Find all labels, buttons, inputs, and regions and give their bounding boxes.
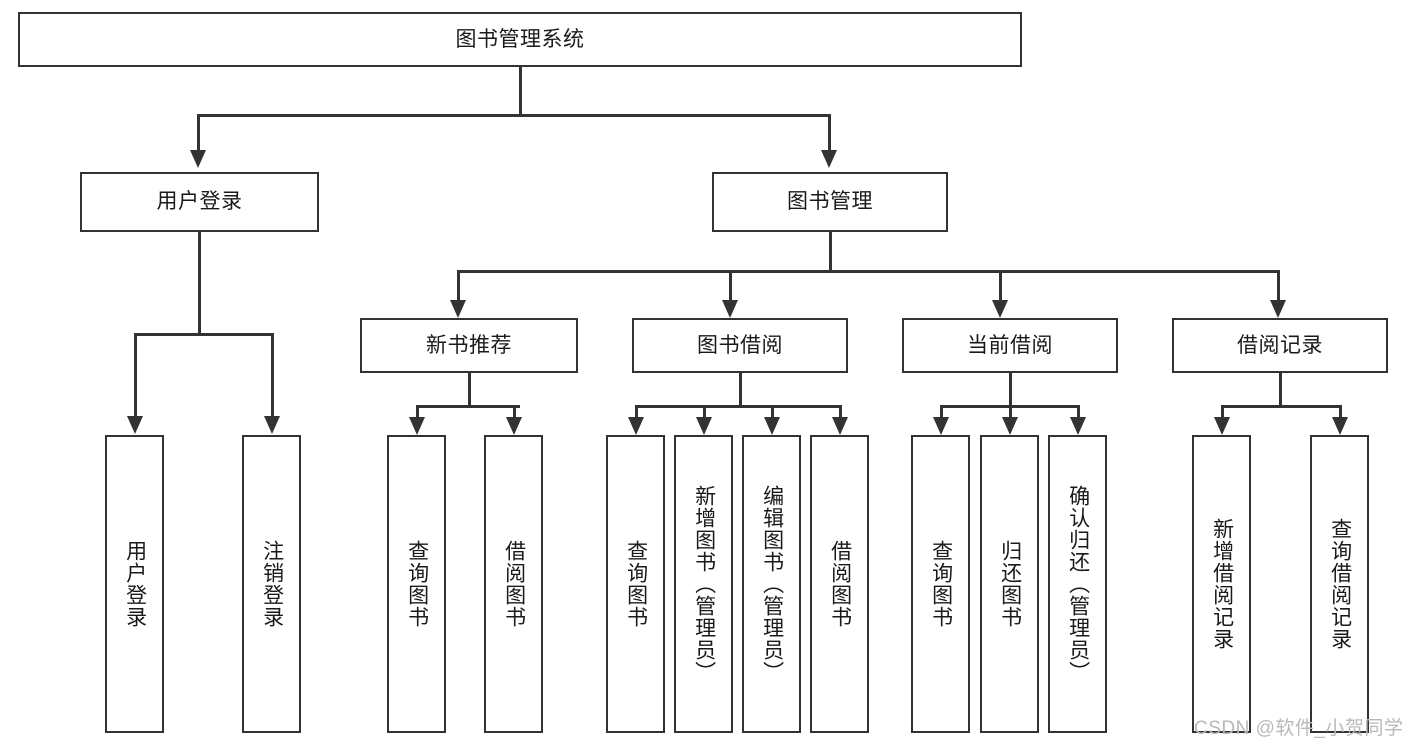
node-label: 借阅图书: [502, 540, 526, 628]
arrow-book-borrow-to-leaf-1: [628, 417, 644, 435]
node-label: 归还图书: [998, 540, 1022, 628]
node-label: 查询图书: [405, 540, 429, 628]
node-label: 查询借阅记录: [1328, 518, 1352, 650]
edge-new-book-bus: [416, 405, 520, 408]
node-label: 查询图书: [624, 540, 648, 628]
arrow-borrow-record-to-leaf-2: [1332, 417, 1348, 435]
edge-current-borrow-to-leaf-3: [1077, 405, 1080, 419]
node-book-management[interactable]: 图书管理: [712, 172, 948, 232]
node-borrow-record[interactable]: 借阅记录: [1172, 318, 1388, 373]
edge-book-manage-bus: [457, 270, 1279, 273]
edge-user-login-stem: [198, 232, 201, 335]
arrow-borrow-record-to-leaf-1: [1214, 417, 1230, 435]
edge-current-borrow-to-leaf-1: [940, 405, 943, 419]
edge-root-stem: [519, 67, 522, 115]
edge-borrow-record-bus: [1221, 405, 1341, 408]
arrow-book-borrow-to-leaf-4: [832, 417, 848, 435]
arrow-book-manage-to-l3-1: [450, 300, 466, 318]
leaf-current-borrow-query-book[interactable]: 查询图书: [911, 435, 970, 733]
node-label: 借阅图书: [828, 540, 852, 628]
node-current-borrow[interactable]: 当前借阅: [902, 318, 1118, 373]
edge-current-borrow-to-leaf-2: [1009, 405, 1012, 419]
node-label: 当前借阅: [967, 333, 1053, 357]
leaf-new-book-borrow-book[interactable]: 借阅图书: [484, 435, 543, 733]
arrow-root-to-book-manage: [821, 150, 837, 168]
node-label: 图书管理系统: [455, 27, 585, 51]
arrow-current-borrow-to-leaf-3: [1070, 417, 1086, 435]
edge-user-login-bus: [134, 333, 273, 336]
arrow-book-manage-to-l3-2: [722, 300, 738, 318]
edge-new-book-to-leaf-2: [513, 405, 516, 419]
edge-book-borrow-to-leaf-3: [771, 405, 774, 419]
node-label: 注销登录: [260, 540, 284, 628]
leaf-book-borrow-edit-book-admin[interactable]: 编辑图书（管理员）: [742, 435, 801, 733]
arrow-current-borrow-to-leaf-1: [933, 417, 949, 435]
edge-book-manage-to-l3-4: [1277, 270, 1280, 302]
edge-root-to-book-manage: [828, 114, 831, 152]
arrow-user-login-to-leaf-2: [264, 416, 280, 434]
arrow-user-login-to-leaf-1: [127, 416, 143, 434]
leaf-new-book-query-book[interactable]: 查询图书: [387, 435, 446, 733]
arrow-root-to-user-login: [190, 150, 206, 168]
edge-new-book-stem: [468, 373, 471, 407]
node-book-borrow[interactable]: 图书借阅: [632, 318, 848, 373]
leaf-book-borrow-query-book[interactable]: 查询图书: [606, 435, 665, 733]
node-label: 图书管理: [787, 190, 873, 214]
edge-new-book-to-leaf-1: [416, 405, 419, 419]
node-label: 新增图书（管理员）: [692, 485, 716, 683]
edge-borrow-record-to-leaf-2: [1339, 405, 1342, 419]
arrow-new-book-to-leaf-1: [409, 417, 425, 435]
edge-borrow-record-to-leaf-1: [1221, 405, 1224, 419]
node-label: 查询图书: [929, 540, 953, 628]
edge-root-bus: [197, 114, 830, 117]
node-label: 编辑图书（管理员）: [760, 485, 784, 683]
node-root-library-system[interactable]: 图书管理系统: [18, 12, 1022, 67]
leaf-borrow-record-add-record[interactable]: 新增借阅记录: [1192, 435, 1251, 733]
edge-book-manage-to-l3-3: [999, 270, 1002, 302]
arrow-book-manage-to-l3-3: [992, 300, 1008, 318]
node-label: 确认归还（管理员）: [1066, 485, 1090, 683]
node-label: 新增借阅记录: [1210, 518, 1234, 650]
node-new-book-recommend[interactable]: 新书推荐: [360, 318, 578, 373]
node-label: 用户登录: [123, 540, 147, 628]
leaf-current-borrow-return-book[interactable]: 归还图书: [980, 435, 1039, 733]
leaf-user-login-login[interactable]: 用户登录: [105, 435, 164, 733]
edge-book-manage-to-l3-1: [457, 270, 460, 302]
edge-book-manage-stem: [829, 232, 832, 272]
arrow-book-manage-to-l3-4: [1270, 300, 1286, 318]
node-user-login[interactable]: 用户登录: [80, 172, 319, 232]
edge-book-borrow-to-leaf-1: [635, 405, 638, 419]
arrow-book-borrow-to-leaf-2: [696, 417, 712, 435]
leaf-user-login-logout[interactable]: 注销登录: [242, 435, 301, 733]
node-label: 图书借阅: [697, 333, 783, 357]
edge-book-borrow-to-leaf-2: [703, 405, 706, 419]
leaf-borrow-record-query-record[interactable]: 查询借阅记录: [1310, 435, 1369, 733]
arrow-book-borrow-to-leaf-3: [764, 417, 780, 435]
node-label: 借阅记录: [1237, 333, 1323, 357]
edge-book-manage-to-l3-2: [729, 270, 732, 302]
leaf-book-borrow-borrow-book[interactable]: 借阅图书: [810, 435, 869, 733]
edge-user-login-to-leaf-1: [134, 333, 137, 418]
edge-borrow-record-stem: [1279, 373, 1282, 407]
edge-root-to-user-login: [197, 114, 200, 152]
arrow-new-book-to-leaf-2: [506, 417, 522, 435]
edge-current-borrow-stem: [1009, 373, 1012, 407]
node-label: 用户登录: [156, 190, 243, 214]
leaf-book-borrow-add-book-admin[interactable]: 新增图书（管理员）: [674, 435, 733, 733]
leaf-current-borrow-confirm-return-admin[interactable]: 确认归还（管理员）: [1048, 435, 1107, 733]
edge-book-borrow-stem: [739, 373, 742, 407]
edge-user-login-to-leaf-2: [271, 333, 274, 418]
watermark-text: CSDN @软件_小贺同学: [1194, 718, 1404, 739]
node-label: 新书推荐: [426, 333, 512, 357]
edge-book-borrow-bus: [635, 405, 841, 408]
arrow-current-borrow-to-leaf-2: [1002, 417, 1018, 435]
edge-book-borrow-to-leaf-4: [839, 405, 842, 419]
